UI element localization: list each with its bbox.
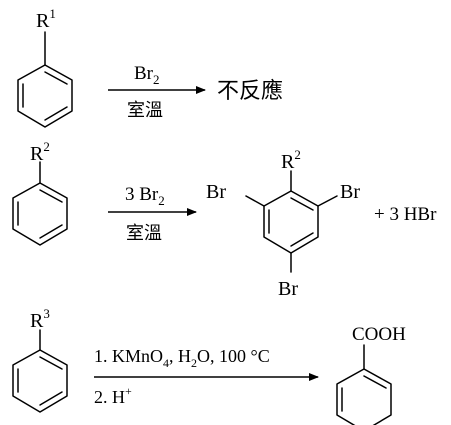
reagent-step-1: 1. KMnO4, H2O, 100 °C (94, 346, 270, 370)
benzene-ring-r3 (12, 329, 68, 413)
byproduct-hbr: + 3 HBr (374, 204, 437, 225)
no-reaction-label: 不反應 (217, 78, 283, 104)
benzene-ring-r1 (17, 31, 73, 128)
substituent-r3: R3 (30, 306, 50, 332)
bromine-left: Br (206, 181, 226, 203)
reaction-2: R2 3 Br2 室溫 R2 Br Br Br + 3 HBr (12, 139, 437, 300)
substituent-r2: R2 (30, 139, 50, 165)
reaction-3: R3 1. KMnO4, H2O, 100 °C 2. H+ COOH (12, 306, 406, 425)
reagent-step-2: 2. H+ (94, 384, 132, 407)
condition-r1: 室溫 (127, 100, 163, 121)
condition-r2: 室溫 (126, 223, 162, 244)
product-substituent-r2: R2 (281, 147, 301, 173)
bromine-right: Br (340, 181, 360, 203)
substituent-r1: R1 (36, 6, 56, 32)
reagent-r2: 3 Br2 (125, 184, 165, 208)
benzoic-acid-ring (336, 344, 392, 425)
reagent-r1: Br2 (134, 63, 160, 87)
carboxyl-group: COOH (352, 324, 406, 345)
tribromo-product-ring (245, 170, 338, 273)
reaction-1: R1 Br2 室溫 不反應 (17, 6, 283, 128)
bromine-bottom: Br (278, 278, 298, 300)
benzene-ring-r2 (12, 161, 68, 246)
